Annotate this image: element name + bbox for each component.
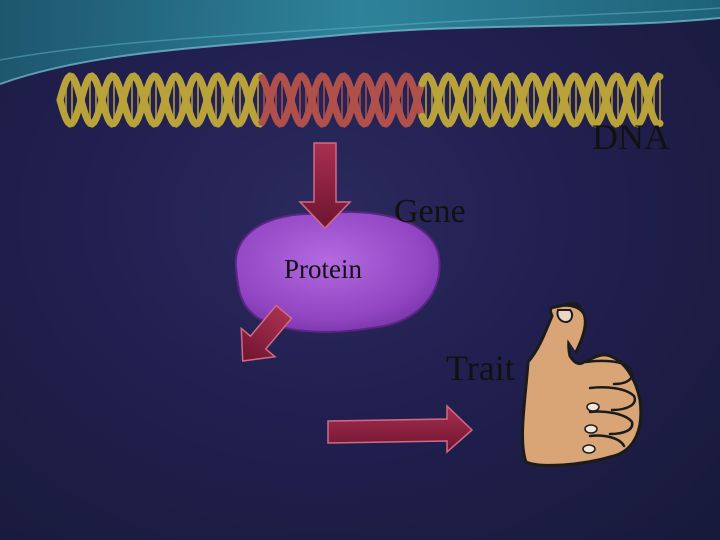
arrow-to-trait: [327, 404, 474, 454]
protein-label: Protein: [284, 254, 362, 284]
helix-strand-2: [258, 72, 426, 128]
arrow-protein-down: [240, 304, 293, 362]
protein-shape: [234, 211, 441, 333]
arrow-dna-to-gene: [298, 142, 352, 230]
helix-strand-2: [418, 72, 664, 128]
helix-strand-1: [418, 72, 664, 128]
trait-label: Trait: [446, 348, 515, 388]
gene-label: Gene: [394, 193, 466, 230]
dna-label: DNA: [592, 117, 670, 157]
helix-strand-2: [56, 72, 266, 128]
top-swoosh-decoration: [0, 0, 720, 85]
thumbs-up-icon: [521, 302, 643, 467]
